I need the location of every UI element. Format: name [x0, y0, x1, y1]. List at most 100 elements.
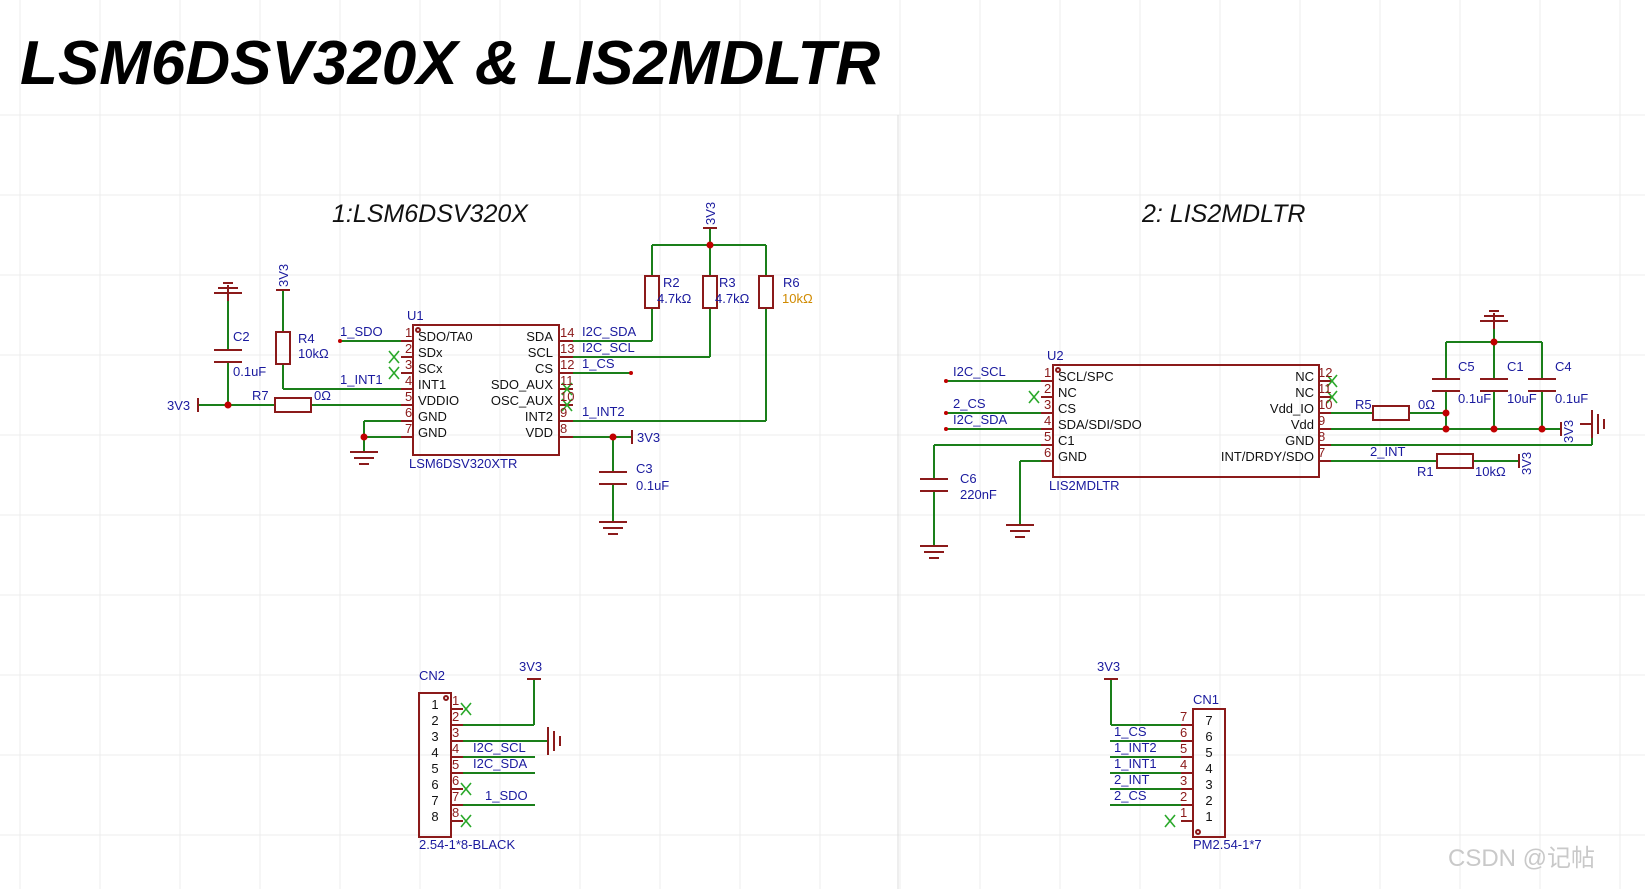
r7-ref: R7	[252, 388, 269, 403]
pin-name: OSC_AUX	[491, 393, 553, 408]
pin-name: SDx	[418, 345, 443, 360]
cn2-no-connect-markers	[460, 702, 472, 828]
pin-number-outer: 6	[1180, 725, 1187, 740]
u1-components	[214, 275, 774, 485]
pin-number: 5	[405, 389, 412, 404]
power-3v3-u2: 3V3	[1561, 420, 1576, 443]
pin-number-inner: 5	[1205, 745, 1212, 760]
cn2-part: 2.54-1*8-BLACK	[419, 837, 515, 852]
cn2-body	[418, 678, 561, 838]
pin-number-outer: 3	[1180, 773, 1187, 788]
cn2-net-i2c-sda: I2C_SDA	[473, 756, 528, 771]
pin-number: 14	[560, 325, 574, 340]
cn2-wiring	[463, 679, 548, 806]
r2-value: 4.7kΩ	[657, 291, 692, 306]
pin-number: 9	[1318, 413, 1325, 428]
pin-name: CS	[1058, 401, 1076, 416]
cn2-ref: CN2	[419, 668, 445, 683]
pin-number-inner: 1	[431, 697, 438, 712]
pin-number: 12	[560, 357, 574, 372]
u2-wiring	[933, 329, 1593, 546]
pin-number: 1	[405, 325, 412, 340]
pin-number-outer: 5	[452, 757, 459, 772]
net-i2c-scl-u2: I2C_SCL	[953, 364, 1006, 379]
pin-number: 2	[405, 341, 412, 356]
pin-name: NC	[1295, 385, 1314, 400]
pin-name: SDO_AUX	[491, 377, 553, 392]
u1-wiring	[198, 228, 767, 522]
pin-name: VDD	[526, 425, 553, 440]
net-i2c-scl-u1: I2C_SCL	[582, 340, 635, 355]
pin-number: 10	[1318, 397, 1332, 412]
power-3v3-r1: 3V3	[1519, 452, 1534, 475]
power-3v3-cn1: 3V3	[1097, 659, 1120, 674]
pin-number: 8	[560, 421, 567, 436]
page-title: LSM6DSV320X & LIS2MDLTR	[20, 29, 880, 98]
pin-number-outer: 4	[1180, 757, 1187, 772]
r1-value: 10kΩ	[1475, 464, 1506, 479]
pin-name: SCx	[418, 361, 443, 376]
u2-junctions	[944, 338, 1546, 433]
pin-number-inner: 2	[1205, 793, 1212, 808]
pin-name: SDO/TA0	[418, 329, 473, 344]
pin-number-inner: 3	[1205, 777, 1212, 792]
r7-value: 0Ω	[314, 388, 331, 403]
pin-number: 6	[1044, 445, 1051, 460]
cn1-ref: CN1	[1193, 692, 1219, 707]
cn2-net-1-sdo: 1_SDO	[485, 788, 528, 803]
cn1-body	[1104, 678, 1226, 838]
pin-number: 4	[405, 373, 412, 388]
c2-value: 0.1uF	[233, 364, 266, 379]
pin-number-inner: 1	[1205, 809, 1212, 824]
pin-number: 10	[560, 389, 574, 404]
pin-number-outer: 2	[1180, 789, 1187, 804]
u1-power-symbols	[197, 227, 717, 535]
pin-name: SCL	[528, 345, 553, 360]
pin-number: 6	[405, 405, 412, 420]
u2-no-connect-markers	[1028, 374, 1338, 404]
c3-value: 0.1uF	[636, 478, 669, 493]
pin-name: GND	[1285, 433, 1314, 448]
cn2-labels: CN2 2.54-1*8-BLACK 3V3 I2C_SCL I2C_SDA 1…	[419, 659, 542, 852]
pin-number-outer: 7	[1180, 709, 1187, 724]
pin-number-inner: 5	[431, 761, 438, 776]
u2-ref: U2	[1047, 348, 1064, 363]
r3-ref: R3	[719, 275, 736, 290]
r3-value: 4.7kΩ	[715, 291, 750, 306]
section-label-lis2mdltr: 2: LIS2MDLTR	[1141, 200, 1305, 228]
pin-number-outer: 5	[1180, 741, 1187, 756]
u1-right-pins: 14SDA13SCL12CS11SDO_AUX10OSC_AUX9INT28VD…	[491, 325, 575, 440]
r4-value: 10kΩ	[298, 346, 329, 361]
net-i2c-sda-u1: I2C_SDA	[582, 324, 637, 339]
pin-name: SCL/SPC	[1058, 369, 1114, 384]
net-1-int2: 1_INT2	[582, 404, 625, 419]
pin-name: GND	[1058, 449, 1087, 464]
pin-number-inner: 2	[431, 713, 438, 728]
pin-name: NC	[1058, 385, 1077, 400]
r2-ref: R2	[663, 275, 680, 290]
net-1-sdo: 1_SDO	[340, 324, 383, 339]
c6-value: 220nF	[960, 487, 997, 502]
r6-value: 10kΩ	[782, 291, 813, 306]
pin-name: INT/DRDY/SDO	[1221, 449, 1314, 464]
pin-number: 13	[560, 341, 574, 356]
pin-number-inner: 6	[431, 777, 438, 792]
pin-number-outer: 6	[452, 773, 459, 788]
net-1-cs: 1_CS	[582, 356, 615, 371]
u1-junctions	[224, 241, 714, 441]
pin-number: 3	[405, 357, 412, 372]
pin-name: CS	[535, 361, 553, 376]
c4-ref: C4	[1555, 359, 1572, 374]
r4-ref: R4	[298, 331, 315, 346]
power-3v3-left: 3V3	[167, 398, 190, 413]
cn1-net-1-int2: 1_INT2	[1114, 740, 1157, 755]
pin-number-outer: 1	[452, 693, 459, 708]
power-3v3-vdd: 3V3	[637, 430, 660, 445]
u2-components	[920, 310, 1605, 559]
pin-number-outer: 2	[452, 709, 459, 724]
net-1-int1: 1_INT1	[340, 372, 383, 387]
